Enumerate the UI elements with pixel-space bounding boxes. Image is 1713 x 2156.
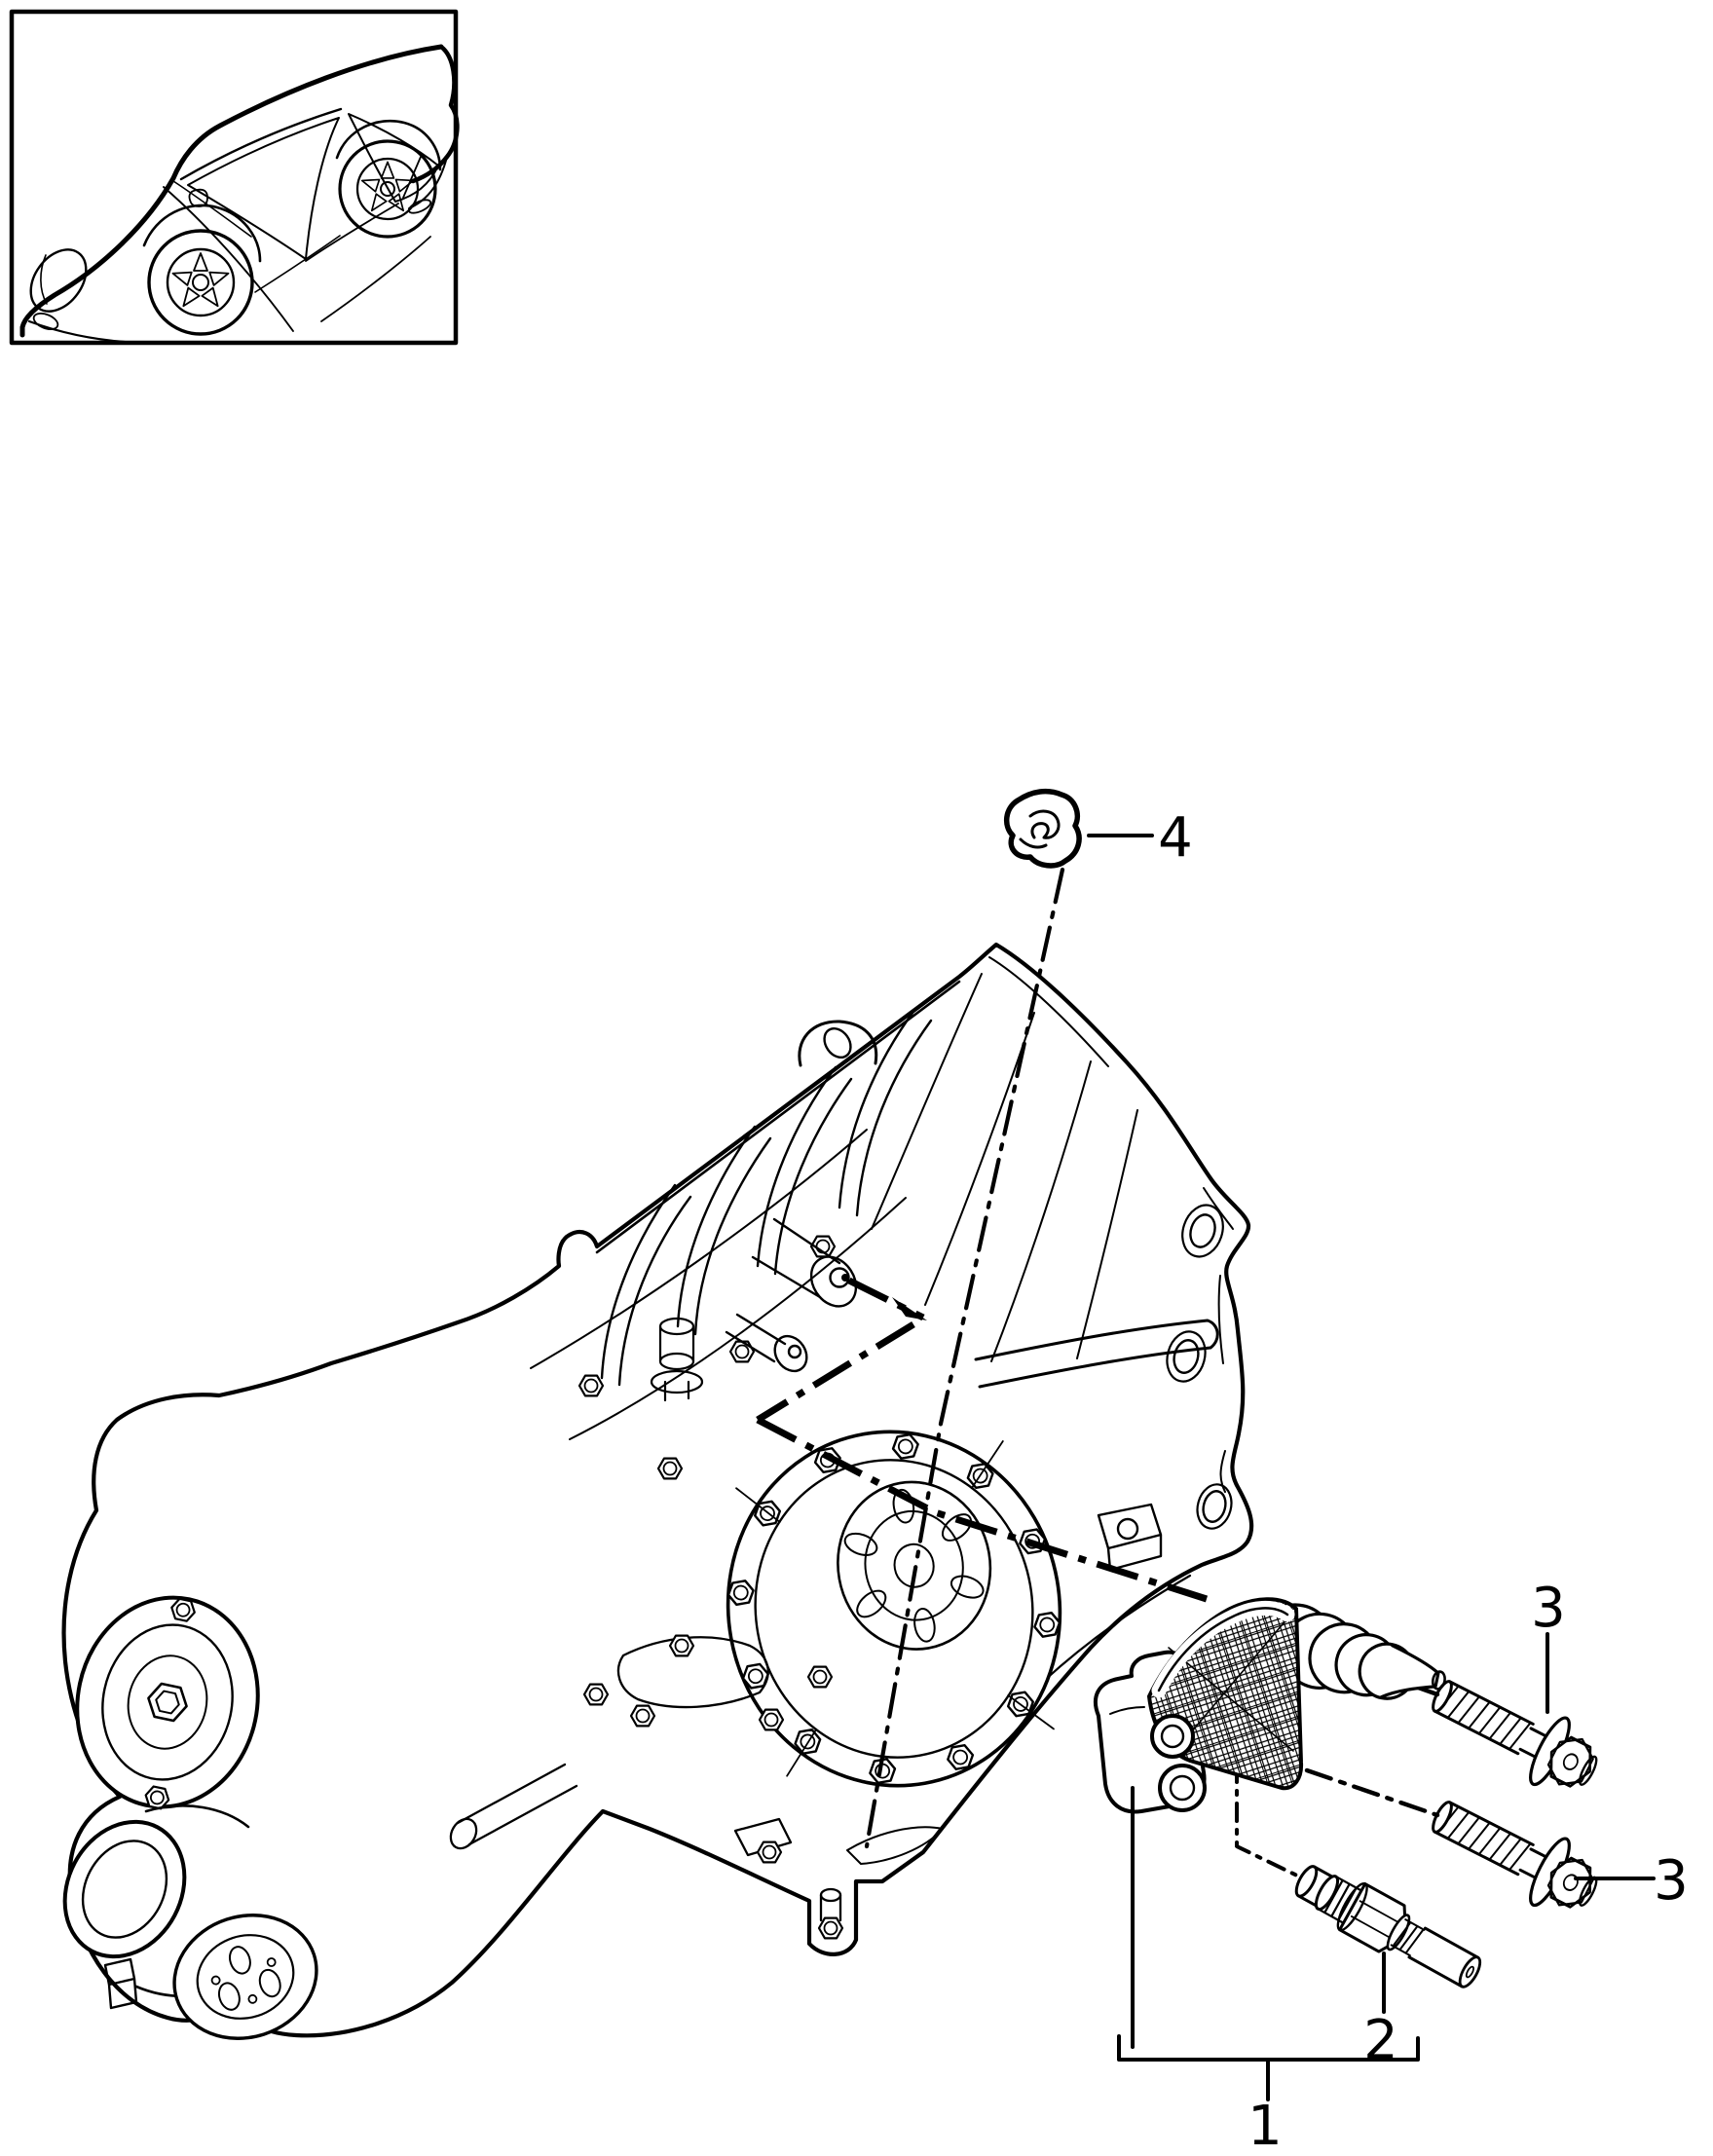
part-2-bleeder-valve	[1294, 1865, 1482, 1989]
transmission-outline	[61, 942, 1254, 2038]
slave-cylinder-leader	[756, 1277, 1209, 1603]
breather-cap	[650, 1317, 704, 1402]
corner-lug	[103, 1957, 138, 2010]
shift-bracket-cluster	[449, 1634, 834, 1850]
callout-label-3-lower[interactable]: 3	[1654, 1849, 1689, 1913]
part-1-slave-cylinder	[1093, 1597, 1446, 1814]
output-flange	[725, 1430, 1063, 1788]
valve-axis	[1235, 1763, 1303, 1879]
gear-housing-ribs	[530, 1007, 933, 1440]
callout-label-1[interactable]: 1	[1248, 2095, 1283, 2156]
part-3-bolt-lower	[1432, 1801, 1603, 1916]
axle-stub	[62, 1804, 250, 1998]
part-4-retaining-clip	[1004, 788, 1082, 869]
clip-axis-line	[864, 867, 1065, 1849]
clutch-release-bore	[725, 1217, 858, 1373]
part-3-bolt-upper	[1432, 1680, 1603, 1796]
transmission-illustration	[61, 942, 1254, 2040]
lower-feet	[733, 1817, 844, 1940]
car-911-outline-icon	[19, 44, 460, 345]
mounting-pad	[1097, 1503, 1163, 1572]
vehicle-thumbnail-box[interactable]	[9, 9, 460, 346]
callout-label-4[interactable]: 4	[1158, 806, 1193, 870]
callout-label-3-upper[interactable]: 3	[1531, 1577, 1566, 1640]
differential-cover	[75, 1595, 260, 1811]
callout-label-2[interactable]: 2	[1363, 2009, 1398, 2072]
support-arm	[974, 1319, 1219, 1389]
bottom-cover-plate	[172, 1914, 318, 2040]
lower-bolt-axis	[1304, 1767, 1440, 1818]
callout-leaders	[1087, 834, 1656, 2101]
flange-hub	[837, 1480, 992, 1651]
